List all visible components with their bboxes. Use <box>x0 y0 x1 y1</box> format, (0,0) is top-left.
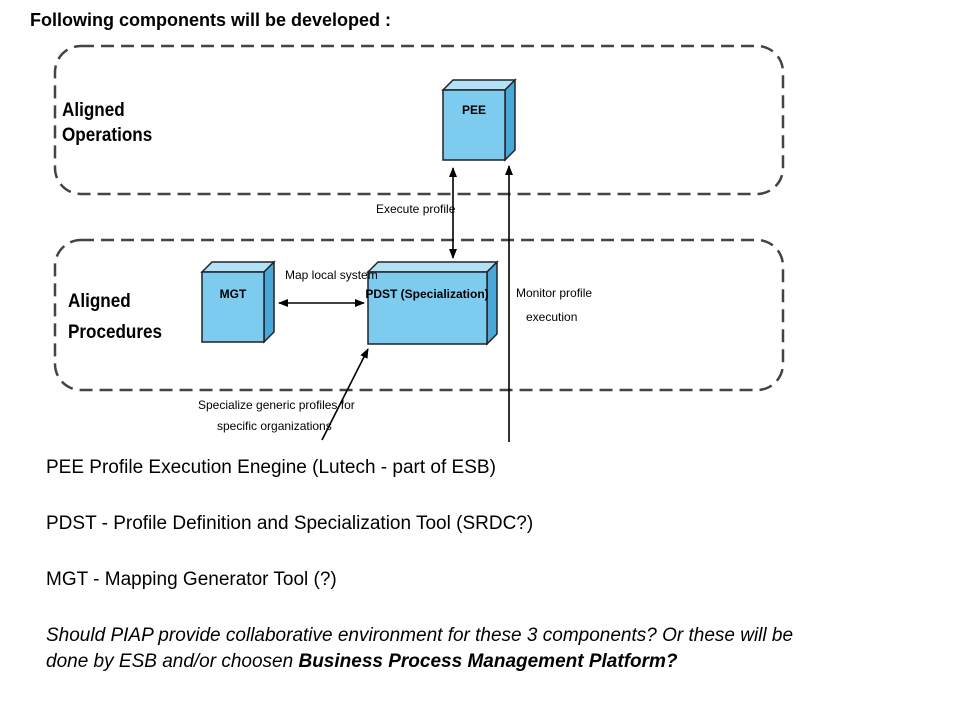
pee-node: PEE <box>441 78 517 162</box>
pdst-node-label: PDST (Specialization) <box>365 287 488 301</box>
swimlane-operations-label-line2: Operations <box>62 124 152 145</box>
note-question: Should PIAP provide collaborative enviro… <box>46 623 806 675</box>
note-mgt: MGT - Mapping Generator Tool (?) <box>46 569 337 590</box>
mgt-node-label: MGT <box>220 287 247 301</box>
note-question-bold: Business Process Management Platform? <box>298 651 678 672</box>
page-title: Following components will be developed : <box>30 10 392 30</box>
edge-monitor-label-line1: Monitor profile <box>516 286 592 300</box>
pdst-node: PDST (Specialization) <box>365 260 499 346</box>
swimlane-procedures <box>53 238 785 392</box>
note-pdst: PDST - Profile Definition and Specializa… <box>46 513 534 534</box>
note-pee: PEE Profile Execution Enegine (Lutech - … <box>46 457 496 478</box>
edge-execute-profile-label: Execute profile <box>376 202 456 216</box>
swimlane-procedures-label-line1: Aligned <box>68 290 131 311</box>
swimlane-procedures-label-line2: Procedures <box>68 321 162 342</box>
swimlane-operations-label-line1: Aligned <box>62 99 125 120</box>
pee-node-label: PEE <box>462 103 486 117</box>
component-notes: PEE Profile Execution Enegine (Lutech - … <box>46 455 806 675</box>
edge-specialize <box>321 348 369 441</box>
mgt-node: MGT <box>200 260 276 344</box>
edge-map-local-system-label: Map local system <box>285 268 378 282</box>
architecture-diagram: Aligned Operations Aligned Procedures PE… <box>53 44 785 442</box>
swimlane-operations <box>53 44 785 196</box>
edge-monitor-label-line2: execution <box>526 310 577 324</box>
edge-specialize-label-line1: Specialize generic profiles for <box>198 398 355 412</box>
note-question-text: Should PIAP provide collaborative enviro… <box>46 625 794 672</box>
edge-specialize-label-line2: specific organizations <box>217 419 332 433</box>
